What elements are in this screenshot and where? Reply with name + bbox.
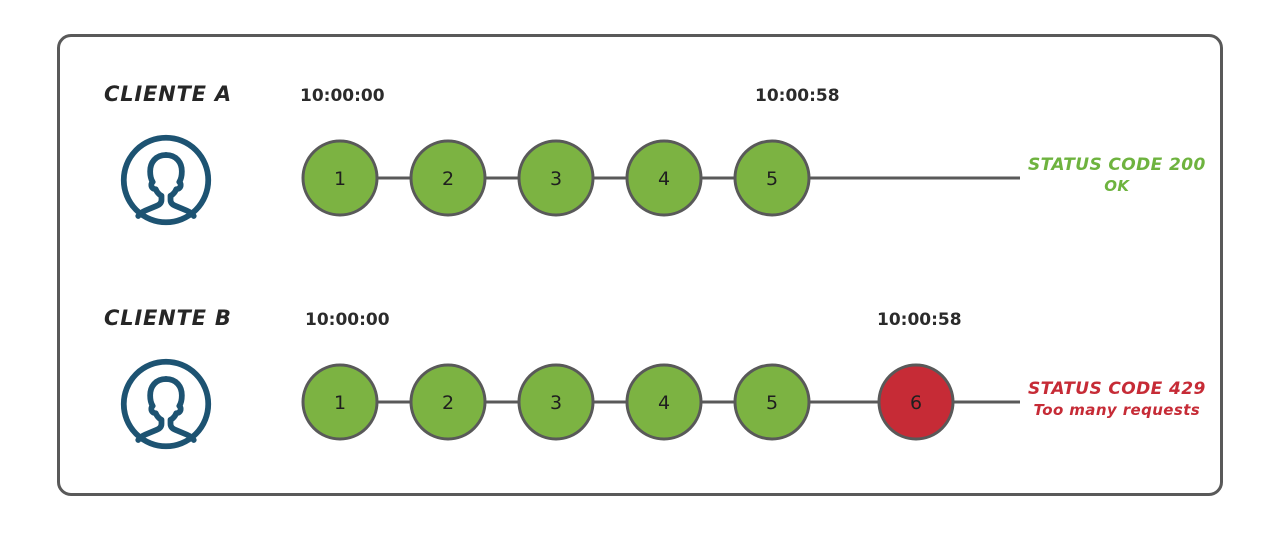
request-node-label: 4 bbox=[658, 392, 670, 414]
status-text-b: Too many requests bbox=[1033, 401, 1201, 419]
request-node-label: 1 bbox=[334, 168, 346, 190]
person-circle-icon bbox=[118, 132, 214, 228]
request-node bbox=[625, 363, 703, 441]
request-node bbox=[733, 363, 811, 441]
status-message-a: STATUS CODE 200 OK bbox=[1028, 155, 1206, 196]
request-node-label: 6 bbox=[910, 392, 922, 414]
request-node bbox=[301, 363, 379, 441]
timestamp-start-b: 10:00:00 bbox=[305, 310, 390, 330]
person-circle-icon bbox=[118, 356, 214, 452]
request-node bbox=[409, 139, 487, 217]
request-node-label: 5 bbox=[766, 168, 778, 190]
client-label-a: CLIENTE A bbox=[104, 82, 232, 106]
request-node-label: 2 bbox=[442, 168, 454, 190]
timestamp-end-b: 10:00:58 bbox=[877, 310, 962, 330]
request-chain-a: 1 2 3 4 5 bbox=[0, 0, 1280, 230]
request-node-label: 1 bbox=[334, 392, 346, 414]
request-node bbox=[733, 139, 811, 217]
status-code-a: STATUS CODE 200 bbox=[1028, 155, 1206, 175]
status-text-a: OK bbox=[1104, 177, 1130, 195]
client-label-b: CLIENTE B bbox=[104, 306, 232, 330]
request-node bbox=[517, 363, 595, 441]
timestamp-start-a: 10:00:00 bbox=[300, 86, 385, 106]
request-node bbox=[625, 139, 703, 217]
request-node bbox=[517, 139, 595, 217]
request-node-label: 3 bbox=[550, 392, 562, 414]
request-node-label: 3 bbox=[550, 168, 562, 190]
request-node bbox=[301, 139, 379, 217]
request-node-label: 4 bbox=[658, 168, 670, 190]
request-node-label: 5 bbox=[766, 392, 778, 414]
timestamp-end-a: 10:00:58 bbox=[755, 86, 840, 106]
request-node bbox=[409, 363, 487, 441]
status-message-b: STATUS CODE 429 Too many requests bbox=[1028, 379, 1206, 420]
request-node-rejected bbox=[877, 363, 955, 441]
request-chain-b: 1 2 3 4 5 6 bbox=[0, 224, 1280, 454]
request-node-label: 2 bbox=[442, 392, 454, 414]
status-code-b: STATUS CODE 429 bbox=[1028, 379, 1206, 399]
